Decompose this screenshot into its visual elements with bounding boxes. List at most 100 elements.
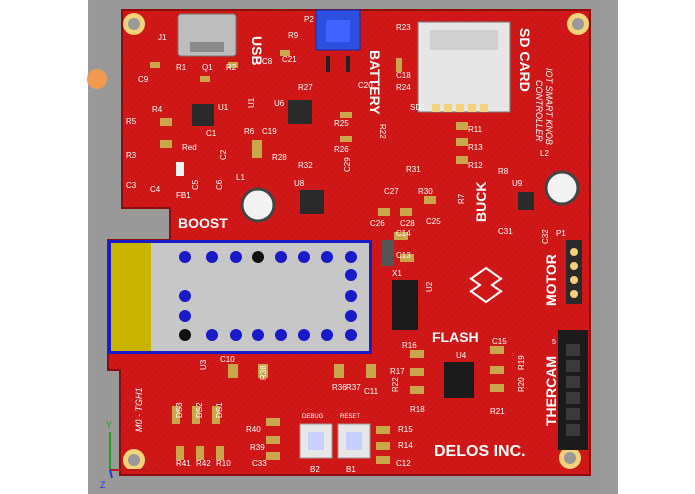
refdes-C9: C9 [138,75,149,84]
chip-U9[interactable] [518,192,534,210]
refdes-R28: R28 [272,153,287,162]
refdes-R15: R15 [398,425,413,434]
label-rev: M0 - TGH1 [134,387,144,432]
battery-pin [346,56,350,72]
debug-button-cap [308,432,324,450]
refdes-R2: R2 [226,63,237,72]
inductor-L1[interactable] [240,187,276,223]
refdes-L1: L1 [236,173,245,182]
refdes-R25: R25 [334,119,349,128]
refdes-C10: C10 [220,355,235,364]
axis-triad: Y X Z [100,420,160,490]
refdes-C25: C25 [426,217,441,226]
label-buck: BUCK [473,182,489,222]
refdes-SD1: SD1 [410,103,426,112]
refdes-C29: C29 [343,157,352,172]
refdes-C8: C8 [262,57,273,66]
label-boost: BOOST [178,215,228,231]
chip-U1[interactable] [192,104,214,126]
refdes-DS2: DS2 [195,402,204,418]
usb-port [190,42,224,52]
refdes-C26: C26 [370,219,385,228]
thercam-pins [566,344,580,436]
refdes-R21: R21 [490,407,505,416]
refdes-X1: X1 [392,269,402,278]
refdes-R37: R37 [346,383,361,392]
axis-x-label: X [154,466,160,476]
flash-chip-U4[interactable] [444,362,474,398]
sd-card-pins [432,104,488,112]
refdes-U1-side: U1 [247,97,256,108]
label-debug: DEBUG [302,414,324,420]
refdes-R36: R36 [332,383,347,392]
refdes-R13: R13 [468,143,483,152]
refdes-R39: R39 [250,443,265,452]
refdes-J1: J1 [158,33,167,42]
chip-U6[interactable] [288,100,312,124]
refdes-R42: R42 [196,459,211,468]
refdes-U8: U8 [294,179,305,188]
refdes-C12: C12 [396,459,411,468]
refdes-R23: R23 [396,23,411,32]
refdes-R11: R11 [468,125,483,134]
axis-z-label: Z [100,480,106,490]
refdes-C3: C3 [126,181,137,190]
refdes-R17: R17 [390,367,405,376]
refdes-C1: C1 [206,129,217,138]
refdes-C20: C20 [358,81,373,90]
refdes-R10: R10 [216,459,231,468]
refdes-R6: R6 [244,127,255,136]
refdes-R38: R38 [259,365,268,380]
refdes-R5: R5 [126,117,137,126]
refdes-R19: R19 [517,355,526,370]
passive-components [150,50,504,464]
refdes-R3: R3 [126,151,137,160]
refdes-C31: C31 [498,227,513,236]
refdes-C28: C28 [400,219,415,228]
motor-header-P1[interactable] [566,240,582,304]
reset-button-cap [346,432,362,450]
refdes-R12: R12 [468,161,483,170]
refdes-R24: R24 [396,83,411,92]
refdes-C18: C18 [396,71,411,80]
battery-pin [326,56,330,72]
refdes-C4: C4 [150,185,161,194]
wifi-module-pads [179,251,357,341]
refdes-U1: U1 [218,103,229,112]
refdes-DS1: DS1 [215,402,224,418]
refdes-R7: R7 [457,193,466,204]
sd-card-body [430,30,498,50]
label-reset: RESET [340,414,360,420]
refdes-J5: 5 [552,339,556,346]
refdes-R27: R27 [298,83,313,92]
refdes-U4: U4 [456,351,467,360]
refdes-R40: R40 [246,425,261,434]
inductor-L2[interactable] [544,170,580,206]
refdes-R26: R26 [334,145,349,154]
refdes-C33: C33 [252,459,267,468]
refdes-U9: U9 [512,179,523,188]
refdes-R22-b: R22 [391,377,400,392]
motor-header-pins [570,248,578,298]
crystal-X1[interactable] [382,240,394,266]
refdes-Red: Red [182,143,197,152]
refdes-C27: C27 [384,187,399,196]
refdes-P2: P2 [304,15,314,24]
mounting-holes [123,13,589,471]
refdes-DS3: DS3 [175,402,184,418]
refdes-R18: R18 [410,405,425,414]
refdes-U2: U2 [425,281,434,292]
refdes-R9: R9 [288,31,299,40]
refdes-C11: C11 [364,387,379,396]
chip-U8[interactable] [300,190,324,214]
label-usb: USB [249,36,265,66]
refdes-R22: R22 [378,124,387,139]
chip-U2[interactable] [392,280,418,330]
refdes-C21: C21 [282,55,297,64]
refdes-B1: B1 [346,465,356,474]
label-thercam: THERCAM [543,356,559,426]
label-company: DELOS INC. [434,443,526,460]
refdes-P1: P1 [556,229,566,238]
refdes-Q1: Q1 [202,63,213,72]
